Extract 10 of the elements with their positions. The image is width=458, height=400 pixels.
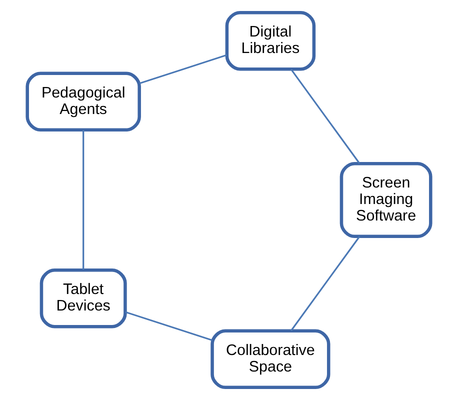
connector [125,311,213,342]
connector [290,236,360,332]
connector [139,54,228,84]
node-box: Pedagogical Agents [26,72,141,132]
node-box: Tablet Devices [40,268,127,328]
connector [290,68,360,164]
node-box: Screen Imaging Software [340,162,432,238]
node-box: Collaborative Space [210,329,330,390]
connector [82,130,84,270]
node-box: Digital Libraries [225,10,316,71]
